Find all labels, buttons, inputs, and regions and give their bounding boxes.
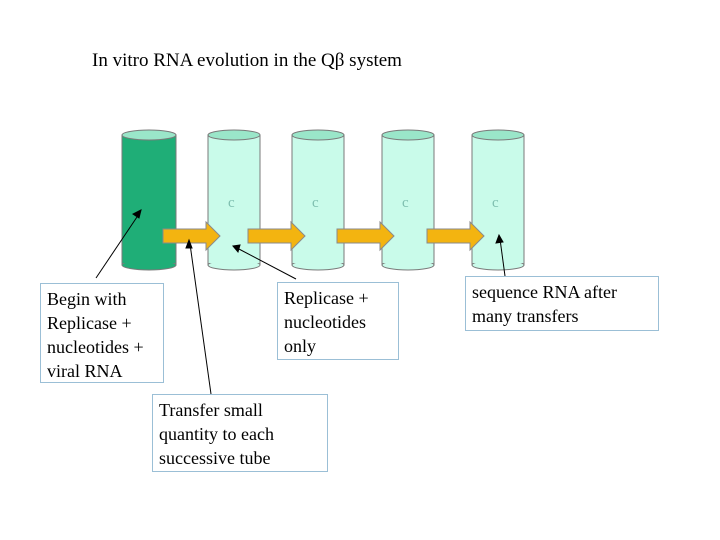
transfer-label-line-1: Transfer small xyxy=(159,400,263,420)
sequence-label-line-1: sequence RNA after xyxy=(472,282,617,302)
tube-5: c xyxy=(471,129,525,271)
transfer-arrow-3 xyxy=(336,220,395,252)
begin-label-box: Begin with Replicase + nucleotides + vir… xyxy=(40,283,164,383)
begin-label-line-2: Replicase + xyxy=(47,313,132,333)
sequence-label-line-2: many transfers xyxy=(472,306,579,326)
replicase-label-line-3: only xyxy=(284,336,317,356)
callout-line-transfer xyxy=(189,243,212,395)
tube-3-label: c xyxy=(312,195,319,211)
callout-arrowhead-replicase xyxy=(232,244,241,254)
begin-label-line-4: viral RNA xyxy=(47,361,123,381)
transfer-arrow-2 xyxy=(247,220,306,252)
replicase-label-line-2: nucleotides xyxy=(284,312,366,332)
tube-2-label: c xyxy=(228,195,235,211)
sequence-label-box: sequence RNA after many transfers xyxy=(465,276,659,331)
tube-3: c xyxy=(291,129,345,271)
tube-2: c xyxy=(207,129,261,271)
replicase-label-line-1: Replicase + xyxy=(284,288,369,308)
diagram-title: In vitro RNA evolution in the Qβ system xyxy=(92,50,402,71)
callout-arrowhead-transfer xyxy=(185,238,193,249)
tube-4: c xyxy=(381,129,435,271)
begin-label-line-1: Begin with xyxy=(47,289,127,309)
replicase-label-box: Replicase + nucleotides only xyxy=(277,282,399,360)
callout-arrowhead-begin xyxy=(132,209,142,219)
transfer-label-line-3: successive tube xyxy=(159,448,271,468)
tube-1 xyxy=(121,129,177,271)
tube-5-label: c xyxy=(492,195,499,211)
callout-line-sequence xyxy=(499,238,506,277)
transfer-label-box: Transfer small quantity to each successi… xyxy=(152,394,328,472)
begin-label-line-3: nucleotides + xyxy=(47,337,144,357)
callout-arrowhead-sequence xyxy=(495,233,504,244)
transfer-arrow-4 xyxy=(426,220,485,252)
transfer-label-line-2: quantity to each xyxy=(159,424,274,444)
callout-line-begin xyxy=(95,213,140,279)
callout-line-replicase xyxy=(236,247,297,280)
transfer-arrow-1 xyxy=(162,220,221,252)
tube-4-label: c xyxy=(402,195,409,211)
